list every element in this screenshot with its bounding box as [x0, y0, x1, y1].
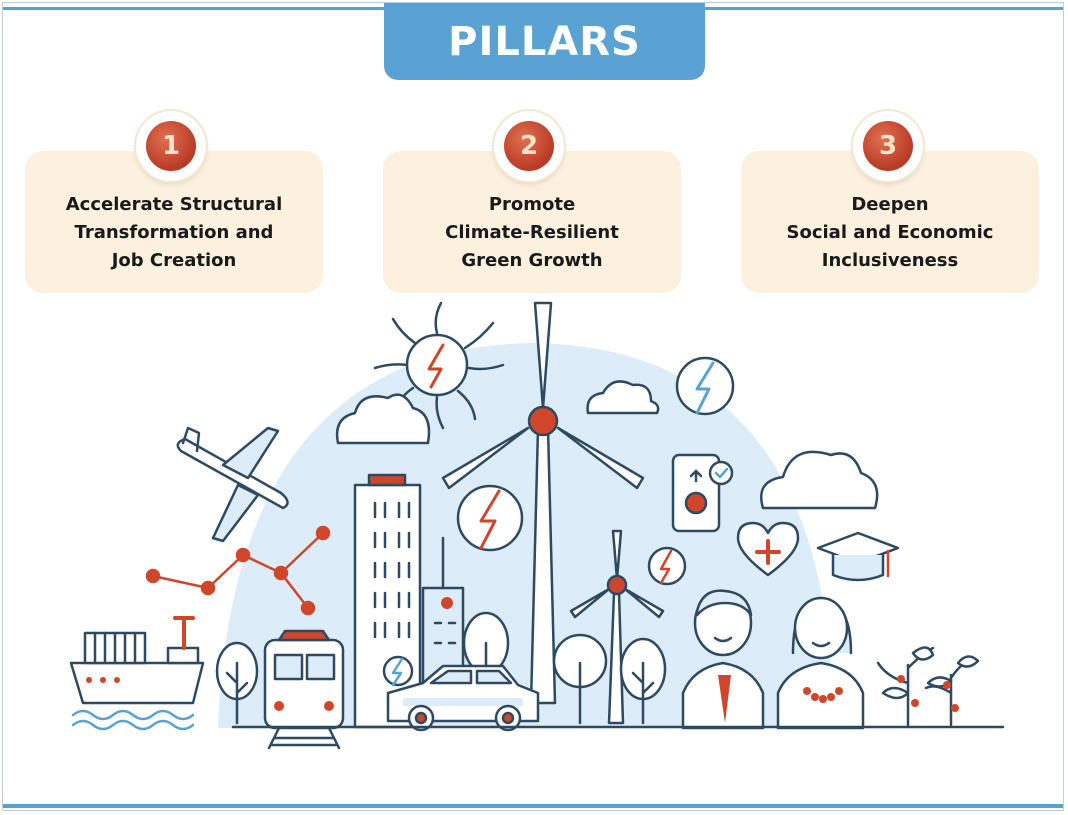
lightning-icon — [647, 546, 687, 586]
pillar-number-2: 2 — [519, 131, 539, 161]
airplane-icon — [176, 426, 289, 543]
ship-icon — [69, 616, 205, 731]
cloud-icon — [335, 393, 431, 445]
cloud-icon — [586, 380, 660, 415]
woman-avatar — [776, 596, 865, 730]
pillar-text-1: Accelerate Structural Transformation and… — [25, 191, 323, 275]
pillar-3-line-2: Social and Economic — [786, 222, 994, 243]
page-title: PILLARS — [448, 18, 641, 65]
pillar-2-line-3: Green Growth — [461, 250, 603, 271]
pillar-card-1: Accelerate Structural Transformation and… — [25, 151, 323, 293]
bottom-border-line — [3, 804, 1063, 808]
pillar-badge-1: 1 — [136, 111, 206, 181]
lightning-icon — [456, 484, 524, 552]
tree-icon — [552, 633, 608, 725]
heart-icon — [736, 521, 800, 577]
development-illustration — [69, 301, 1005, 750]
pillar-3-line-3: Inclusiveness — [821, 250, 959, 271]
pillar-badge-3: 3 — [853, 111, 923, 181]
plant-icon — [876, 646, 980, 727]
pillar-number-3: 3 — [878, 131, 898, 161]
pillar-text-3: Deepen Social and Economic Inclusiveness — [741, 191, 1039, 275]
network-graph — [145, 525, 331, 616]
pillar-text-2: Promote Climate-Resilient Green Growth — [383, 191, 681, 275]
pillar-1-line-2: Transformation and — [74, 222, 274, 243]
train-icon — [263, 629, 345, 750]
pillar-1-line-1: Accelerate Structural — [65, 194, 283, 215]
tree-icon — [619, 637, 667, 725]
phone-icon — [671, 453, 734, 533]
building-icon — [353, 473, 422, 729]
cloud-icon — [760, 450, 879, 510]
wind-turbine-icon — [569, 529, 665, 725]
wind-turbine-icon — [441, 301, 645, 705]
car-icon — [382, 655, 540, 732]
man-avatar — [681, 589, 765, 730]
graduation-cap-icon — [816, 531, 900, 582]
pillar-1-line-3: Job Creation — [111, 250, 237, 271]
lightning-icon — [675, 356, 735, 416]
pillar-2-line-1: Promote — [488, 194, 576, 215]
title-banner: PILLARS — [384, 3, 705, 80]
pillar-2-line-2: Climate-Resilient — [445, 222, 619, 243]
pillar-number-1: 1 — [161, 131, 181, 161]
tree-icon — [215, 641, 259, 725]
pillar-3-line-1: Deepen — [851, 194, 929, 215]
pillar-badge-2: 2 — [494, 111, 564, 181]
pillar-card-2: Promote Climate-Resilient Green Growth — [383, 151, 681, 293]
